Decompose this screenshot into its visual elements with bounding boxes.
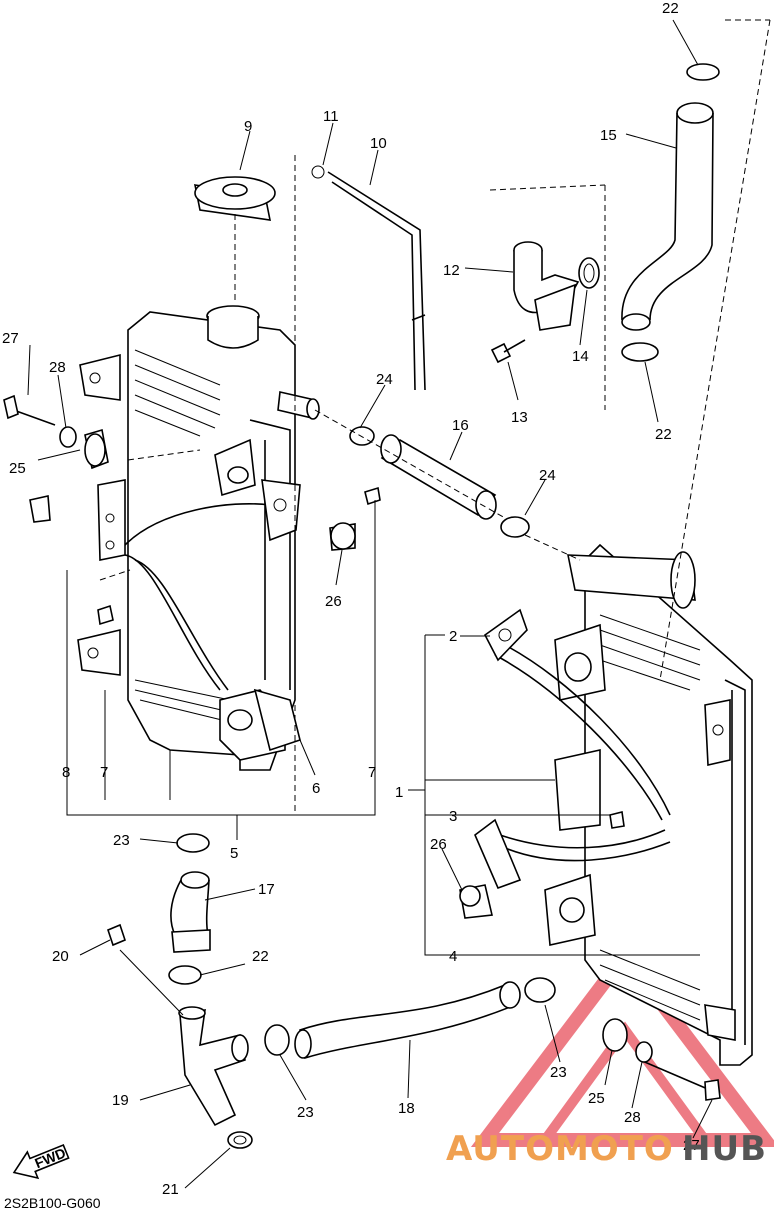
callout-15: 15 [600,127,617,144]
callout-10: 10 [370,135,387,152]
right-radiator [474,543,753,1066]
bolt-20 [107,923,126,947]
callout-18: 18 [398,1100,415,1117]
callout-3: 3 [449,808,457,825]
diagram-code: 2S2B100-G060 [4,1195,101,1211]
watermark-text-main: AUTOMOTO [446,1129,674,1169]
callout-27b: 27 [683,1137,700,1154]
clamps [168,63,720,1056]
callout-2: 2 [449,628,457,645]
callout-19: 19 [112,1092,129,1109]
callout-23c: 23 [550,1064,567,1081]
callout-8: 8 [62,764,70,781]
callout-23b: 23 [297,1104,314,1121]
callout-11: 11 [323,108,339,125]
callout-22a: 22 [662,0,679,17]
bolts-27-grommets-25-collars-28-26 [3,394,721,1101]
pipe-12 [513,241,580,331]
watermark-logo [470,943,774,1147]
callout-14: 14 [572,348,589,365]
o-ring-14 [578,257,600,289]
callout-labels: 1 2 3 4 5 6 7 7 8 9 10 11 12 13 14 15 16… [2,0,700,1198]
callout-21: 21 [162,1181,179,1198]
callout-17: 17 [258,881,275,898]
callout-25b: 25 [588,1090,605,1107]
callout-22c: 22 [252,948,269,965]
cap-9 [193,176,276,221]
watermark-text: AUTOMOTO HUB [446,1129,767,1169]
callout-22b: 22 [655,426,672,443]
hose-17 [170,871,211,953]
leader-lines [27,19,771,1189]
watermark-text-accent: HUB [682,1129,767,1169]
callout-27a: 27 [2,330,19,347]
o-ring-21 [227,1131,253,1149]
callout-28b: 28 [624,1109,641,1126]
clip-11 [311,165,325,179]
callout-1: 1 [395,784,403,801]
callout-26b: 26 [430,836,447,853]
callout-9: 9 [244,118,252,135]
callout-12: 12 [443,262,460,279]
bolt-13 [490,339,526,364]
fwd-label: FWD [32,1145,68,1172]
breather-hose-10 [327,171,426,391]
callout-26a: 26 [325,593,342,610]
fwd-arrow: FWD [12,1143,70,1180]
callout-24a: 24 [376,371,393,388]
callout-7b: 7 [368,764,376,781]
callout-25a: 25 [9,460,26,477]
callout-6: 6 [312,780,320,797]
left-radiator [77,305,320,771]
callout-5: 5 [230,845,238,862]
callout-28a: 28 [49,359,66,376]
hose-16 [380,434,497,520]
callout-4: 4 [449,948,457,965]
callout-13: 13 [511,409,528,426]
callout-24b: 24 [539,467,556,484]
pipe-19 [178,1006,249,1127]
callout-20: 20 [52,948,69,965]
callout-16: 16 [452,417,469,434]
hose-18 [294,981,521,1060]
callout-7a: 7 [100,764,108,781]
hose-15 [621,102,714,331]
callout-23a: 23 [113,832,130,849]
